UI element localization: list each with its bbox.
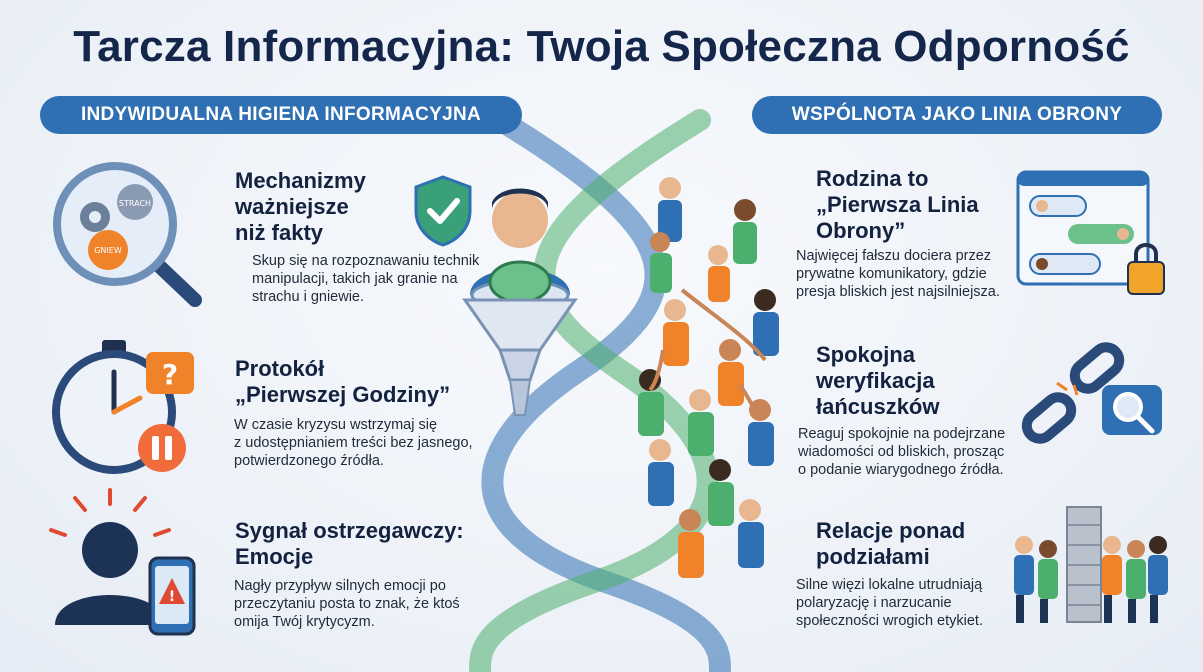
heading-family: Rodzina to „Pierwsza Linia Obrony” bbox=[816, 166, 979, 243]
heading-emotions: Sygnał ostrzegawczy: Emocje bbox=[235, 518, 464, 569]
heading-mechanisms: Mechanizmy ważniejsze niż fakty bbox=[235, 168, 366, 245]
heading-verification: Spokojna weryfikacja łańcuszków bbox=[816, 342, 940, 419]
section-label-individual: INDYWIDUALNA HIGIENA INFORMACYJNA bbox=[40, 96, 522, 134]
svg-text:!: ! bbox=[169, 589, 175, 605]
body-mechanisms: Skup się na rozpoznawaniu technik manipu… bbox=[252, 253, 480, 305]
community-crowd-icon bbox=[638, 177, 779, 578]
gear-label-anger: GNIEW bbox=[94, 246, 122, 255]
svg-text:?: ? bbox=[162, 358, 178, 391]
messenger-lock-icon bbox=[1016, 170, 1165, 295]
section-label-community: WSPÓLNOTA JAKO LINIA OBRONY bbox=[752, 96, 1162, 134]
heading-relations: Relacje ponad podziałami bbox=[816, 518, 966, 569]
magnifier-gears-icon: STRACH GNIEW bbox=[53, 162, 202, 307]
stopwatch-pause-icon: ? bbox=[52, 340, 194, 474]
gear-label-fear: STRACH bbox=[119, 199, 151, 208]
page-title: Tarcza Informacyjna: Twoja Społeczna Odp… bbox=[73, 22, 1130, 71]
brain-filter-person-icon bbox=[462, 188, 578, 416]
shield-check-icon bbox=[414, 175, 472, 247]
body-relations: Silne więzi lokalne utrudniają polaryzac… bbox=[796, 577, 983, 629]
people-broken-wall-icon bbox=[1014, 506, 1168, 623]
body-family: Najwięcej fałszu dociera przez prywatne … bbox=[796, 248, 1000, 300]
broken-chain-icon bbox=[1021, 342, 1162, 444]
body-verification: Reaguj spokojnie na podejrzane wiadomośc… bbox=[798, 426, 1006, 478]
body-first-hour: W czasie kryzysu wstrzymaj się z udostęp… bbox=[234, 417, 473, 469]
stressed-person-phone-icon: ! bbox=[49, 488, 196, 636]
body-emotions: Nagły przypływ silnych emocji po przeczy… bbox=[234, 578, 460, 630]
heading-first-hour: Protokół „Pierwszej Godziny” bbox=[235, 356, 451, 407]
